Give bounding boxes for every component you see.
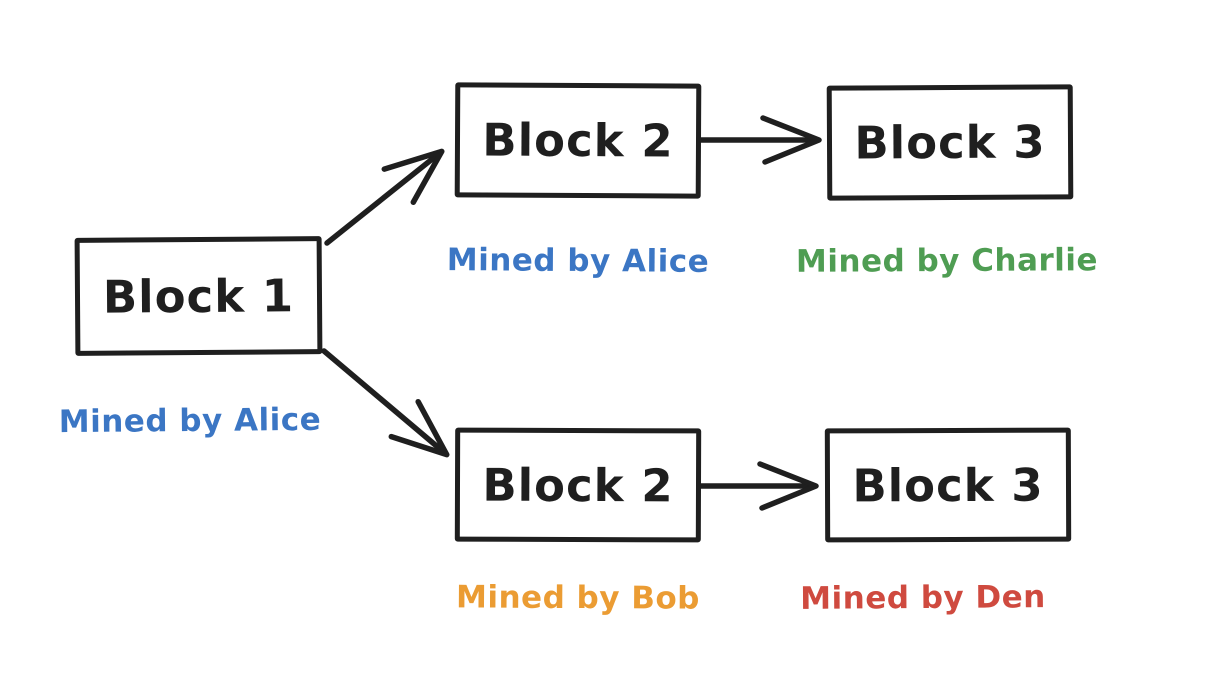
block-3-bottom-label: Block 3 — [852, 458, 1044, 512]
block-1-box: Block 1 — [74, 236, 323, 356]
block-2-top-box: Block 2 — [454, 82, 702, 199]
block-2-top-label: Block 2 — [482, 113, 674, 168]
block-1-label: Block 1 — [102, 268, 295, 324]
miner-label-block-3-bottom: Mined by Den — [800, 579, 1046, 617]
block-2-bottom-label: Block 2 — [482, 458, 674, 512]
miner-label-block-3-top: Mined by Charlie — [795, 242, 1099, 280]
miner-label-block-1: Mined by Alice — [58, 401, 322, 441]
miner-label-block-2-top: Mined by Alice — [446, 242, 710, 280]
miner-label-block-2-bottom: Mined by Bob — [455, 579, 701, 617]
block-3-top-box: Block 3 — [826, 84, 1074, 201]
arrow-block1-to-block2-bottom — [321, 348, 450, 458]
block-3-bottom-box: Block 3 — [824, 427, 1072, 543]
arrow-block1-to-block2-top — [324, 148, 445, 246]
block-3-top-label: Block 3 — [854, 115, 1046, 170]
block-2-bottom-box: Block 2 — [454, 427, 702, 543]
